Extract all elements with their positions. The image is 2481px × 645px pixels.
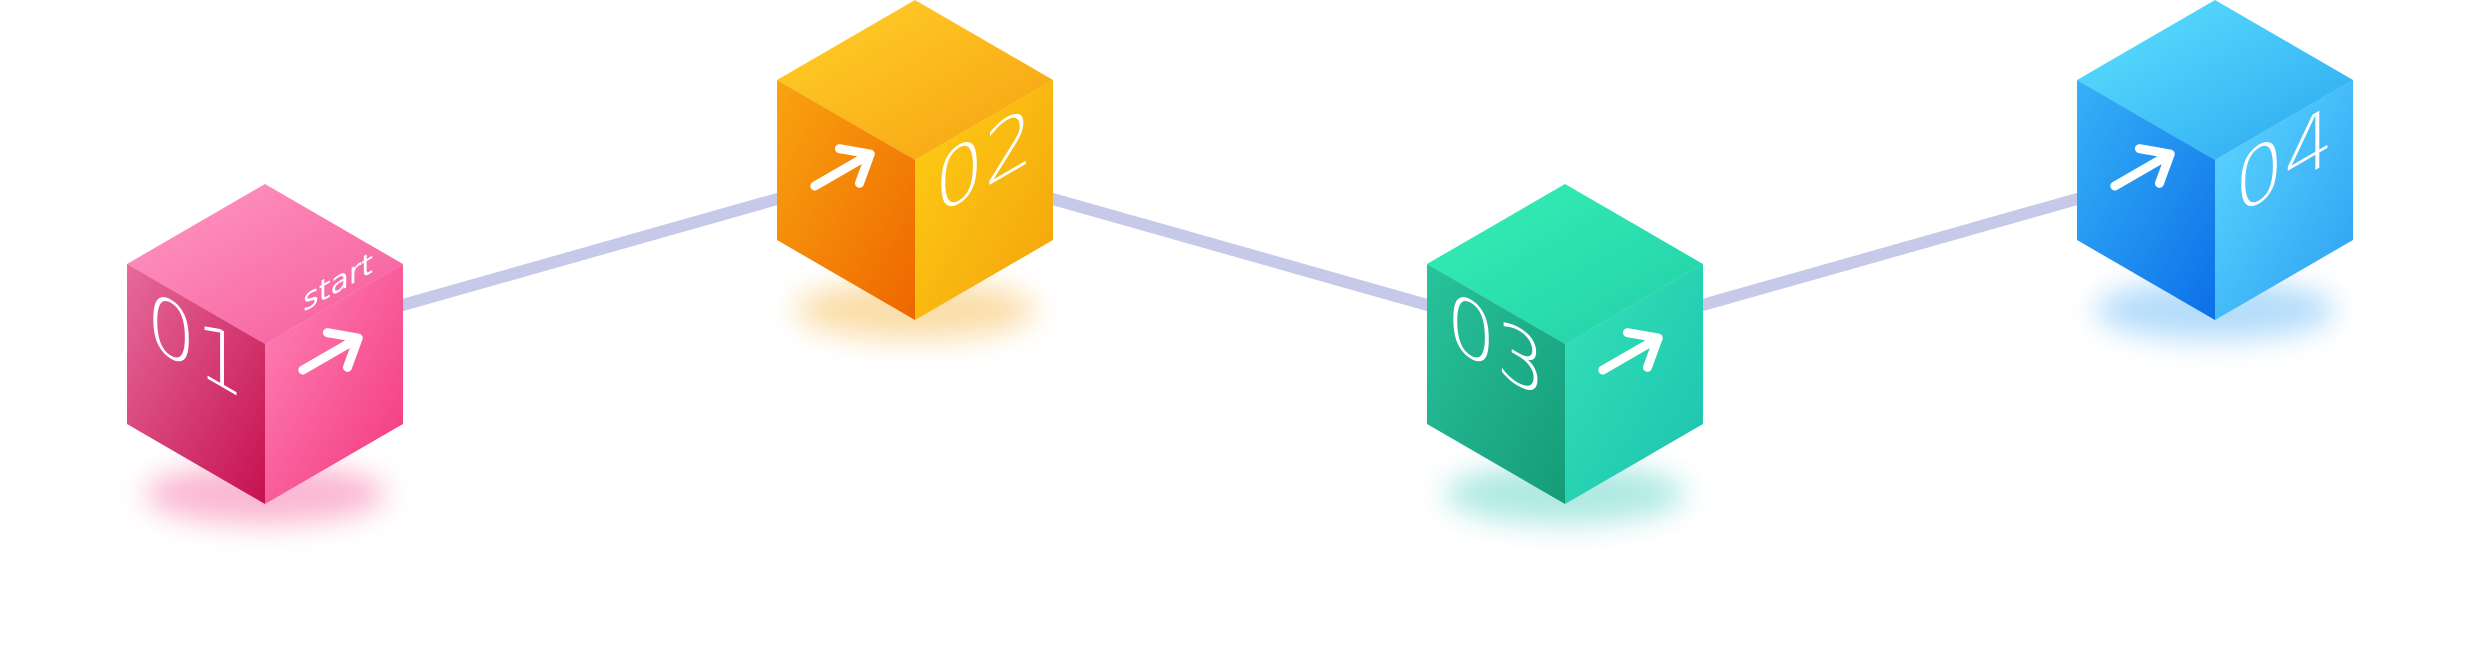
cube-left-face bbox=[2077, 80, 2215, 320]
arrow-icon bbox=[2110, 144, 2175, 191]
cube-right-face bbox=[915, 80, 1053, 320]
step-cube-04: 04 bbox=[2077, 0, 2353, 340]
arrow-icon bbox=[298, 328, 363, 375]
step-cube-02: 02 bbox=[777, 0, 1053, 340]
cube-left-face bbox=[1427, 264, 1565, 504]
step-cube-03: 03 bbox=[1427, 184, 1703, 524]
cube-right-face bbox=[2215, 80, 2353, 320]
cube-right-face bbox=[1565, 264, 1703, 504]
cube-left-face bbox=[127, 264, 265, 504]
cube-right-face bbox=[265, 264, 403, 504]
cube-left-face bbox=[777, 80, 915, 320]
connector-lines bbox=[259, 154, 2221, 350]
arrow-icon bbox=[1598, 328, 1663, 375]
arrow-icon bbox=[810, 144, 875, 191]
